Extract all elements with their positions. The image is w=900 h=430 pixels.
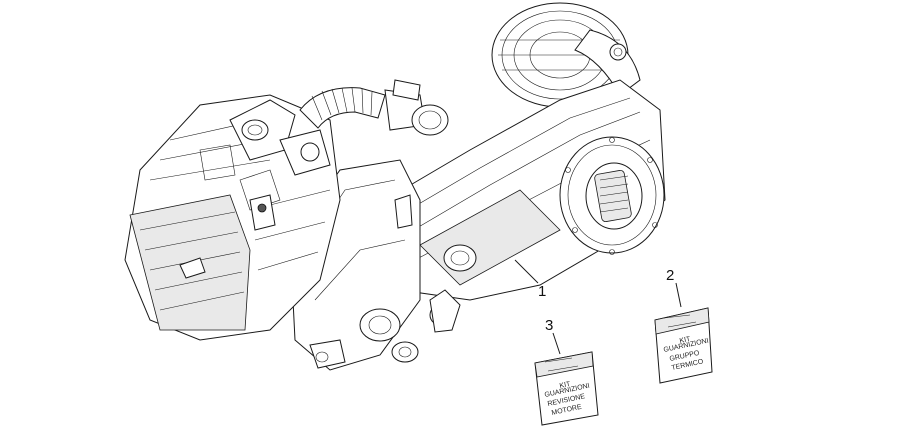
callout-2-leader: [675, 282, 682, 308]
engine-assembly: [124, 2, 666, 371]
callout-3: 3: [545, 317, 553, 334]
kit-bag-2: KIT GUARNIZIONI GRUPPO TERMICO: [654, 282, 713, 384]
kit-bag-3: KIT GUARNIZIONI REVISIONE MOTORE: [534, 332, 599, 426]
kit-bag-3-line-1: KIT: [559, 381, 572, 390]
intake-hose: [299, 79, 449, 136]
callout-2: 2: [666, 267, 674, 284]
callout-1: 1: [538, 283, 546, 300]
cylinder-head: [124, 94, 341, 341]
clutch-cover: [559, 136, 665, 255]
callout-1-leader: [514, 259, 539, 284]
callout-3-leader: [552, 332, 561, 355]
drive-pulley: [491, 2, 641, 108]
kit-bag-2-line-1: KIT: [679, 336, 692, 345]
carburettor: [229, 99, 331, 231]
